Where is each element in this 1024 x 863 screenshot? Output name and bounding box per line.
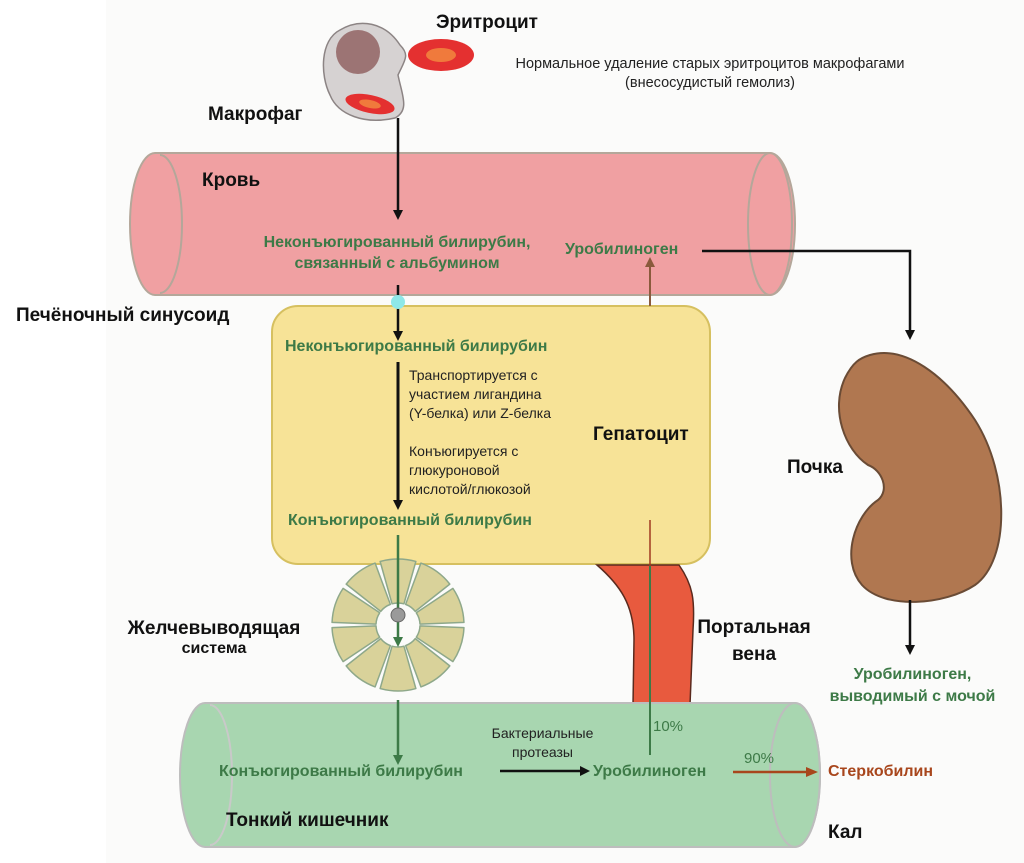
macrophage-cell [322,22,407,121]
kidney-organ [837,352,1003,603]
biliary-cell [331,587,381,625]
label-portal-vein: Портальная вена [688,614,820,668]
hemolysis-note: Нормальное удаление старых эритроцитов м… [485,55,935,93]
note-bacterial-proteases: Бактериальные протеазы [480,724,605,762]
note-transport: Транспортируется с участием лигандина (Y… [409,366,551,423]
label-10-percent: 10% [653,718,684,735]
biliary-cell [404,637,451,688]
bacterial-line2: протеазы [512,744,573,760]
label-unconjugated-hepatocyte: Неконъюгированный билирубин [285,338,548,355]
biliary-line1: Желчевыводящая [127,618,301,639]
label-feces: Кал [828,822,863,843]
transport-line3: (Y-белка) или Z-белка [409,405,551,421]
arrow-blood-to-kidney [702,249,915,340]
conjugation-line1: Конъюгируется с [409,443,519,459]
label-hepatocyte: Гепатоцит [593,424,689,445]
biliary-cell [345,562,392,613]
hepatocyte-cell [271,305,711,565]
label-stercobilin: Стеркобилин [828,763,934,780]
portal-vein [594,564,695,706]
biliary-cell [415,587,465,625]
label-urobilinogen-blood: Уробилиноген [565,241,679,258]
label-urobilinogen-intestine: Уробилиноген [593,763,707,780]
portal-line2: вена [731,644,777,665]
transporter-icon [391,295,405,309]
small-intestine [179,702,821,848]
biliary-cell [404,562,451,613]
urine-line2: выводимый с мочой [829,688,996,705]
biliary-line2: система [181,640,247,657]
hemolysis-note-line2: (внесосудистый гемолиз) [625,75,795,91]
transport-line1: Транспортируется с [409,367,538,383]
label-blood: Кровь [202,170,261,191]
hemolysis-note-line1: Нормальное удаление старых эритроцитов м… [515,56,905,72]
label-conjugated-hepatocyte: Конъюгированный билирубин [288,512,532,529]
label-unconjugated-albumin: Неконъюгированный билирубин, связанный с… [252,232,542,274]
conjugation-line3: кислотой/глюкозой [409,481,531,497]
bile-transporter-icon [390,607,406,623]
macrophage-nucleus [336,30,380,74]
label-erythrocyte: Эритроцит [436,12,538,33]
label-conjugated-intestine: Конъюгированный билирубин [219,763,463,780]
biliary-cell [415,625,465,663]
unconj-albumin-line1: Неконъюгированный билирубин, [263,234,531,251]
erythrocyte-cell [408,39,474,71]
urine-line1: Уробилиноген, [853,666,972,683]
label-macrophage: Макрофаг [208,104,303,125]
bacterial-line1: Бактериальные [491,725,594,741]
portal-line1: Портальная [697,617,811,638]
label-small-intestine: Тонкий кишечник [226,810,389,831]
biliary-cell [345,637,392,688]
unconj-albumin-line2: связанный с альбумином [294,255,500,272]
transport-line2: участием лигандина [409,386,542,402]
label-biliary-system: Желчевыводящая система [116,618,312,658]
label-kidney: Почка [787,457,843,478]
blood-vessel [129,152,796,296]
conjugation-line2: глюкуроновой [409,462,500,478]
biliary-cell [331,625,381,663]
label-urine-urobilinogen: Уробилиноген, выводимый с мочой [815,664,1010,708]
note-conjugation: Конъюгируется с глюкуроновой кислотой/гл… [409,442,531,499]
label-90-percent: 90% [744,750,775,767]
label-hepatic-sinusoid: Печёночный синусоид [16,305,230,326]
